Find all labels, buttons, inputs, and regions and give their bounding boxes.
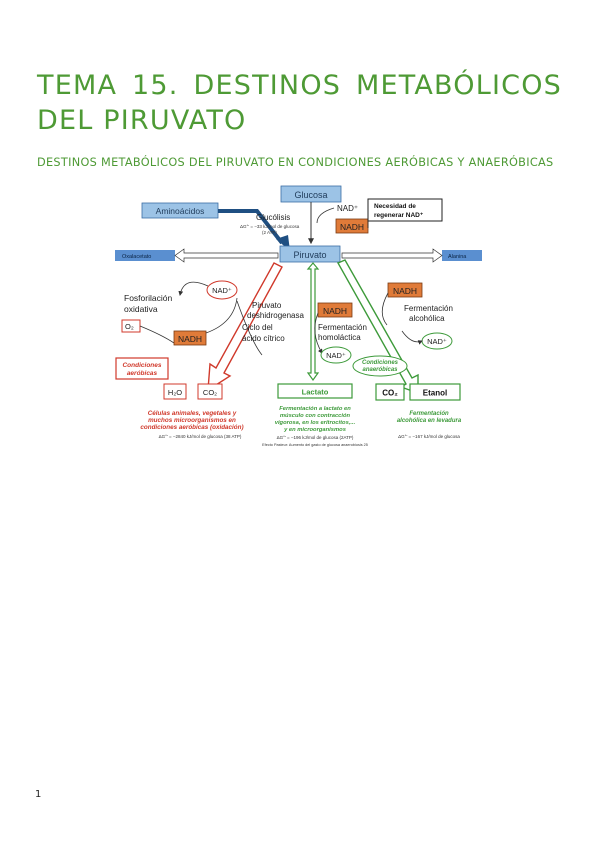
aminoacidos-arrow <box>218 209 284 245</box>
eta-energy: ΔG°' = −167 kJ/mol de glucosa <box>398 434 460 439</box>
ferm-alco-line-1: Fermentación <box>404 304 453 313</box>
nad-left-ellipse <box>206 280 238 300</box>
nad-top-label: NAD⁺ <box>337 204 358 213</box>
ciclo-line-1: Ciclo del <box>242 323 273 332</box>
aer-energy: ΔG°' = −2840 kJ/mol de glucosa (38 ATP) <box>159 434 242 439</box>
aer-note-1: Células animales, vegetales y <box>148 410 237 417</box>
co2-right-box <box>375 383 405 401</box>
cond-aerobicas-box <box>115 357 169 380</box>
page-number: 1 <box>35 789 42 800</box>
lac-note-2: músculo con contracción <box>280 413 351 419</box>
nad-right-label: NAD⁺ <box>427 337 447 346</box>
lac-note-4: y en microorganismos <box>283 427 347 433</box>
pyruvate-fate-diagram: Glucosa Aminoácidos Glucólisis ΔG°' = −3… <box>115 185 482 447</box>
nad-mid-ellipse <box>320 346 352 364</box>
necesidad-box <box>367 198 443 222</box>
oxalacetato-label: Oxalacetato <box>122 254 151 260</box>
cond-anaerobicas-line-2: anaeróbicas <box>362 367 398 373</box>
piruvato-desh-line-2: deshidrogenasa <box>247 311 304 320</box>
alanina-arrow <box>341 248 443 263</box>
oxalacetato-bar <box>115 250 175 261</box>
nadh-right-label: NADH <box>393 286 417 296</box>
nadh-mid-curve <box>314 312 323 354</box>
nadh-loop-curve <box>236 300 263 356</box>
lactate-arrow <box>306 262 320 382</box>
nadh-mid-box <box>317 302 353 318</box>
h2o-label: H₂O <box>168 388 182 397</box>
lactato-label: Lactato <box>302 388 329 397</box>
nad-left-curve <box>178 281 209 296</box>
fosforilacion-line-2: oxidativa <box>124 304 158 314</box>
ferm-homo-line-1: Fermentación <box>318 323 367 332</box>
nad-right-curve <box>401 330 423 345</box>
co2-left-label: CO₂ <box>203 388 217 397</box>
glucolisis-energy-1: ΔG°' = −33 kJ/mol de glucosa <box>240 224 300 229</box>
lac-note-3: vigorosa, en los eritrocitos,... <box>275 420 356 426</box>
piruvato-label: Piruvato <box>293 250 326 260</box>
h2o-box <box>163 383 187 400</box>
ferm-alco-line-2: alcohólica <box>409 314 445 323</box>
glucolisis-label: Glucólisis <box>256 213 290 222</box>
fosforilacion-line-1: Fosforilación <box>124 293 172 303</box>
nad-mid-label: NAD⁺ <box>326 351 346 360</box>
lac-note-1: Fermentación a lactato en <box>279 406 351 412</box>
co2-right-label: CO₂ <box>382 389 398 398</box>
glucosa-label: Glucosa <box>294 190 327 200</box>
nadh-mid-label: NADH <box>323 306 347 316</box>
aminoacidos-label: Aminoácidos <box>156 206 205 216</box>
lactato-box <box>277 383 353 399</box>
nad-top-curve <box>316 207 335 224</box>
co2-left-box <box>197 383 223 400</box>
piruvato-box <box>279 245 341 263</box>
etanol-box <box>409 383 461 401</box>
aerobic-arrow <box>207 262 283 392</box>
etanol-label: Etanol <box>423 389 447 398</box>
alanina-label: Alanina <box>448 254 467 260</box>
aer-note-2: muchos microorganismos en <box>148 417 236 424</box>
ciclo-line-2: ácido cítrico <box>242 334 285 343</box>
o2-label: O₂ <box>125 322 134 331</box>
cond-anaerobicas-line-1: Condiciones <box>362 360 399 366</box>
cond-aerobicas-line-1: Condiciones <box>122 362 161 369</box>
nadh-right-box <box>387 282 423 298</box>
alanina-bar <box>442 250 482 261</box>
section-subtitle: DESTINOS METABÓLICOS DEL PIRUVATO EN CON… <box>37 156 554 169</box>
efecto-pasteur: Efecto Pasteur: Aumento del gasto de glu… <box>262 443 368 447</box>
nadh-top-label: NADH <box>340 222 364 232</box>
lac-energy: ΔG°' = −196 kJ/mol de glucosa (2ATP) <box>277 435 354 440</box>
cond-aerobicas-line-2: aeróbicas <box>127 370 158 377</box>
eta-note-2: alcohólica en levadura <box>397 418 462 424</box>
o2-curve <box>139 325 175 344</box>
page-title: TEMA 15. DESTINOS METABÓLICOS DEL PIRUVA… <box>37 70 562 136</box>
nadh-left-box <box>173 330 207 346</box>
nad-left-label: NAD⁺ <box>212 286 232 295</box>
nadh-left-curve <box>205 297 238 334</box>
piruvato-desh-line-1: Piruvato <box>252 301 282 310</box>
necesidad-line-2: regenerar NAD⁺ <box>374 212 424 219</box>
nadh-left-label: NADH <box>178 334 202 344</box>
aer-note-3: condiciones aeróbicas (oxidación) <box>140 424 243 431</box>
eta-note-1: Fermentación <box>409 411 449 417</box>
glucolisis-energy-2: (2 ATP) <box>262 230 277 235</box>
oxalacetato-arrow <box>174 248 279 263</box>
nadh-right-curve <box>381 292 389 326</box>
cond-anaerobicas-ellipse <box>352 355 408 377</box>
ferm-homo-line-2: homoláctica <box>318 333 361 342</box>
necesidad-line-1: Necesidad de <box>374 203 416 210</box>
